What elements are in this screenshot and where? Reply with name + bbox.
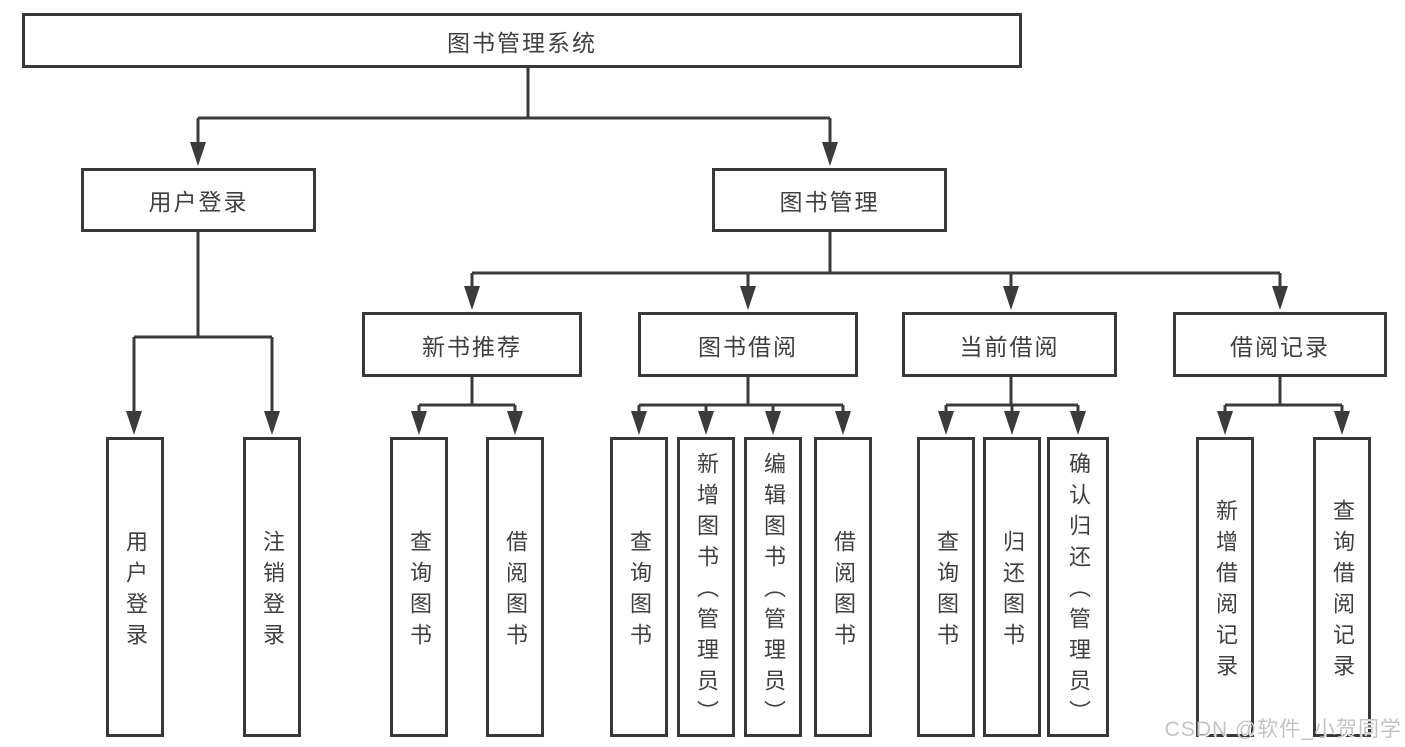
node-label: 查询图书 bbox=[934, 529, 959, 654]
leaf-borrow-query-book: 查询图书 bbox=[610, 437, 668, 737]
node-label: 图书管理系统 bbox=[447, 29, 597, 56]
node-label: 查询图书 bbox=[407, 529, 432, 654]
node-book-management: 图书管理 bbox=[712, 168, 947, 232]
node-label: 新书推荐 bbox=[422, 333, 522, 360]
node-label: 图书借阅 bbox=[698, 333, 798, 360]
node-current-borrow: 当前借阅 bbox=[902, 312, 1117, 377]
leaf-record-add-borrow-record: 新增借阅记录 bbox=[1196, 437, 1254, 737]
node-label: 新增图书（管理员） bbox=[694, 452, 719, 731]
node-label: 归还图书 bbox=[1000, 529, 1025, 654]
node-label: 当前借阅 bbox=[959, 333, 1060, 360]
leaf-recommend-borrow-book: 借阅图书 bbox=[486, 437, 544, 737]
node-label: 编辑图书（管理员） bbox=[761, 452, 786, 731]
node-label: 注销登录 bbox=[260, 529, 285, 654]
node-label: 用户登录 bbox=[123, 529, 148, 654]
node-label: 借阅图书 bbox=[503, 529, 528, 654]
node-label: 用户登录 bbox=[148, 189, 249, 215]
leaf-current-query-book: 查询图书 bbox=[917, 437, 975, 737]
node-label: 借阅图书 bbox=[831, 529, 856, 654]
node-book-borrow: 图书借阅 bbox=[638, 312, 858, 377]
csdn-watermark: CSDN @软件_小贺同学 bbox=[1164, 718, 1402, 741]
leaf-borrow-borrow-book: 借阅图书 bbox=[814, 437, 872, 737]
arrowheads bbox=[126, 142, 1350, 435]
leaf-record-query-borrow-record: 查询借阅记录 bbox=[1313, 437, 1371, 737]
node-label: 新增借阅记录 bbox=[1213, 498, 1238, 685]
node-library-system: 图书管理系统 bbox=[22, 13, 1022, 68]
node-label: 借阅记录 bbox=[1230, 333, 1330, 360]
leaf-user-login: 用户登录 bbox=[106, 437, 164, 737]
node-label: 查询借阅记录 bbox=[1330, 498, 1355, 685]
leaf-recommend-query-book: 查询图书 bbox=[390, 437, 448, 737]
node-label: 查询图书 bbox=[627, 529, 652, 654]
leaf-borrow-add-book-admin: 新增图书（管理员） bbox=[677, 437, 735, 737]
leaf-current-confirm-return-admin: 确认归还（管理员） bbox=[1047, 437, 1109, 737]
node-user-login: 用户登录 bbox=[81, 168, 316, 232]
leaf-borrow-edit-book-admin: 编辑图书（管理员） bbox=[744, 437, 802, 737]
node-borrow-record: 借阅记录 bbox=[1173, 312, 1387, 377]
node-new-book-recommend: 新书推荐 bbox=[362, 312, 582, 377]
node-label: 确认归还（管理员） bbox=[1066, 452, 1091, 731]
leaf-logout: 注销登录 bbox=[243, 437, 301, 737]
leaf-current-return-book: 归还图书 bbox=[983, 437, 1041, 737]
node-label: 图书管理 bbox=[779, 189, 880, 215]
